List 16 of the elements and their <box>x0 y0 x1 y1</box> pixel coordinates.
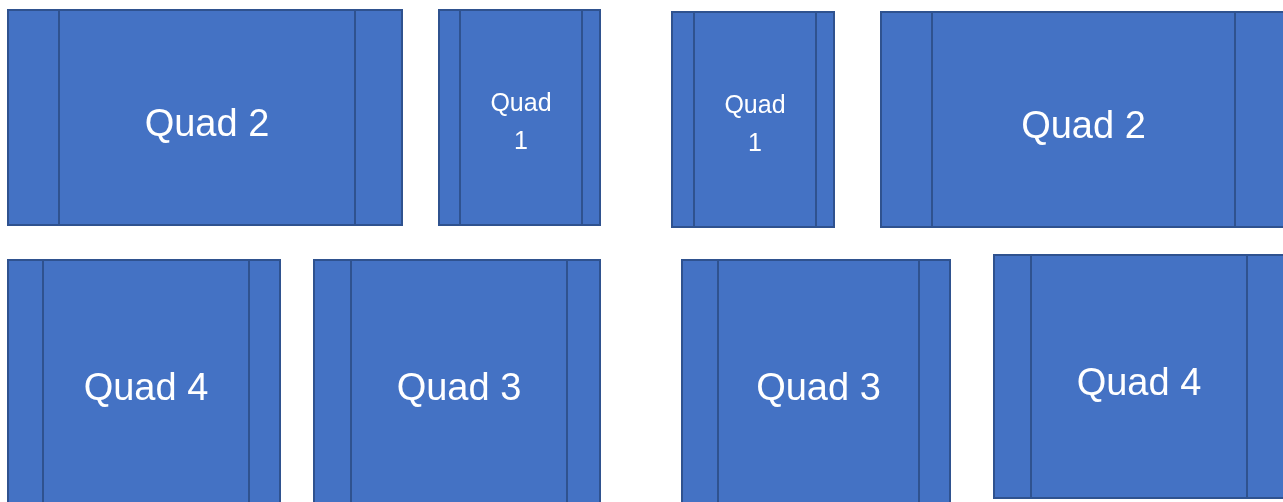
box-label: Quad 4 <box>1075 359 1203 405</box>
process-box <box>880 11 1283 228</box>
process-box <box>993 254 1283 499</box>
box-label: Quad 3 <box>755 364 882 410</box>
process-box <box>681 259 951 502</box>
process-box <box>313 259 601 502</box>
box-label: Quad 4 <box>82 364 210 410</box>
process-box <box>7 259 281 502</box>
box-label: Quad 1 <box>489 86 553 155</box>
box-label: Quad 3 <box>395 364 523 410</box>
process-box <box>671 11 835 228</box>
process-box <box>438 9 601 226</box>
box-label: Quad 1 <box>723 88 787 157</box>
process-box <box>7 9 403 226</box>
box-label: Quad 2 <box>143 100 271 146</box>
box-label: Quad 2 <box>1020 102 1147 148</box>
